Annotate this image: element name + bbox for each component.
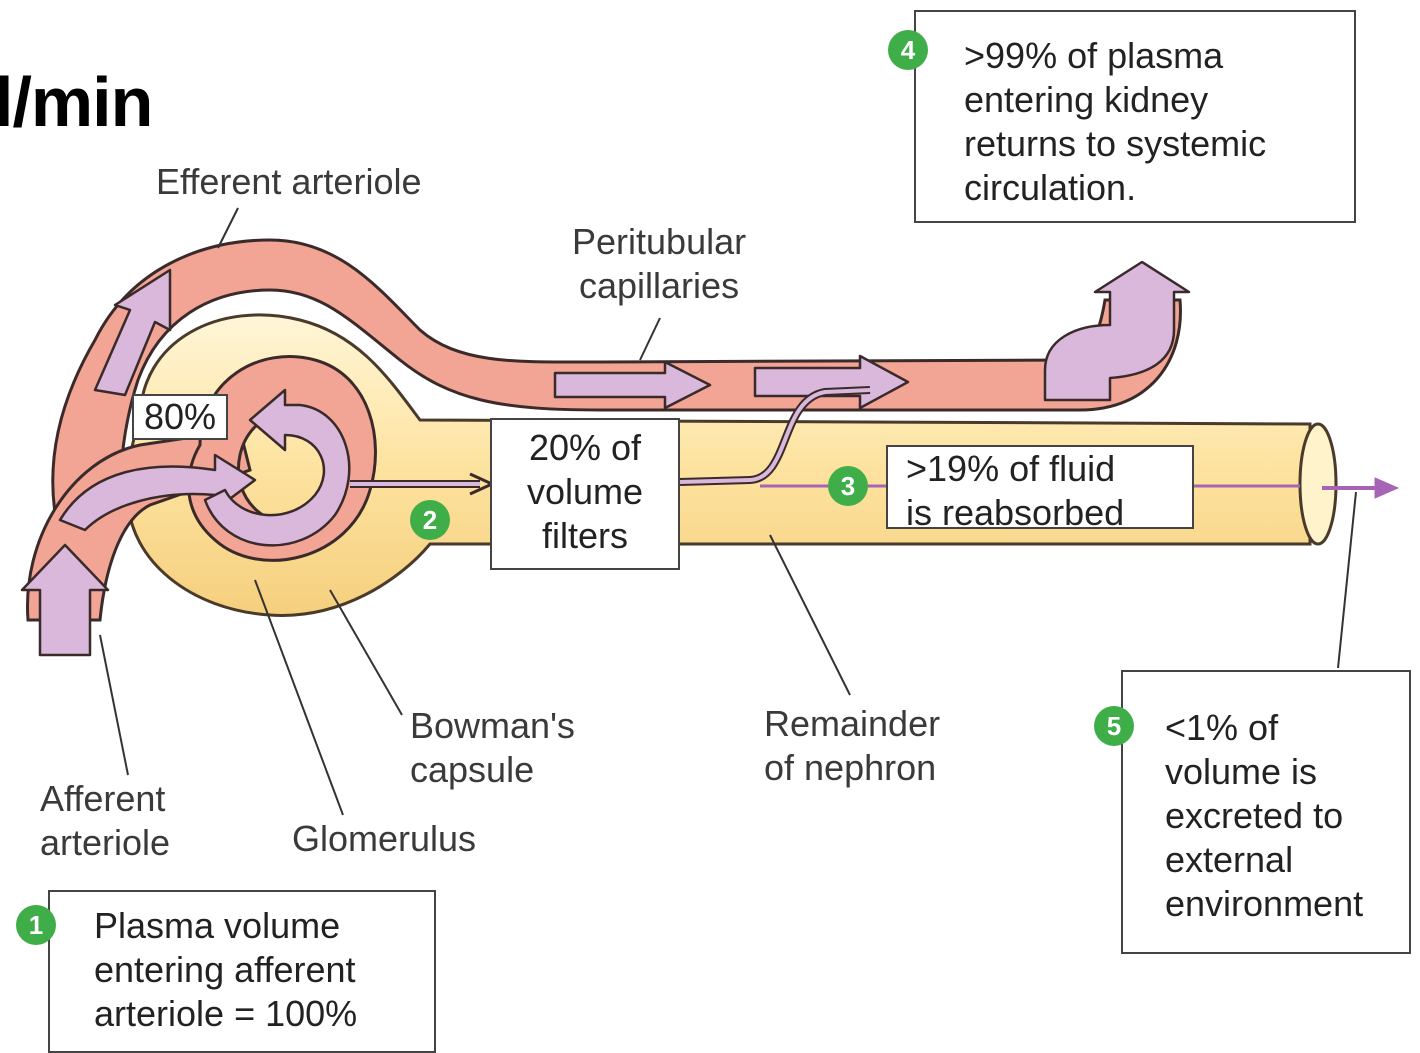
step-3-box: >19% of fluid is reabsorbed <box>886 445 1194 529</box>
step-4-badge: 4 <box>888 30 928 70</box>
glomerulus-percentage: 80% <box>132 394 228 440</box>
bowmans-capsule-label: Bowman's capsule <box>410 704 575 792</box>
remainder-of-nephron-label: Remainder of nephron <box>764 702 940 790</box>
step-3-badge: 3 <box>828 466 868 506</box>
efferent-arteriole-label: Efferent arteriole <box>156 160 421 204</box>
step-5-badge: 5 <box>1094 706 1134 746</box>
header-fragment: l/min <box>0 62 152 142</box>
step-2-badge: 2 <box>410 500 450 540</box>
step-1-box: Plasma volume entering afferent arteriol… <box>48 890 436 1053</box>
step-4-box: >99% of plasma entering kidney returns t… <box>914 10 1356 223</box>
tubule-end <box>1300 424 1336 544</box>
glomerulus-label: Glomerulus <box>292 817 476 861</box>
step-2-box: 20% of volume filters <box>490 418 680 570</box>
step-5-box: <1% of volume is excreted to external en… <box>1121 670 1411 954</box>
excretion-arrowhead <box>1375 478 1398 498</box>
afferent-arteriole-label: Afferent arteriole <box>40 777 170 865</box>
peritubular-capillaries-label: Peritubular capillaries <box>572 220 746 308</box>
step-1-badge: 1 <box>16 905 56 945</box>
